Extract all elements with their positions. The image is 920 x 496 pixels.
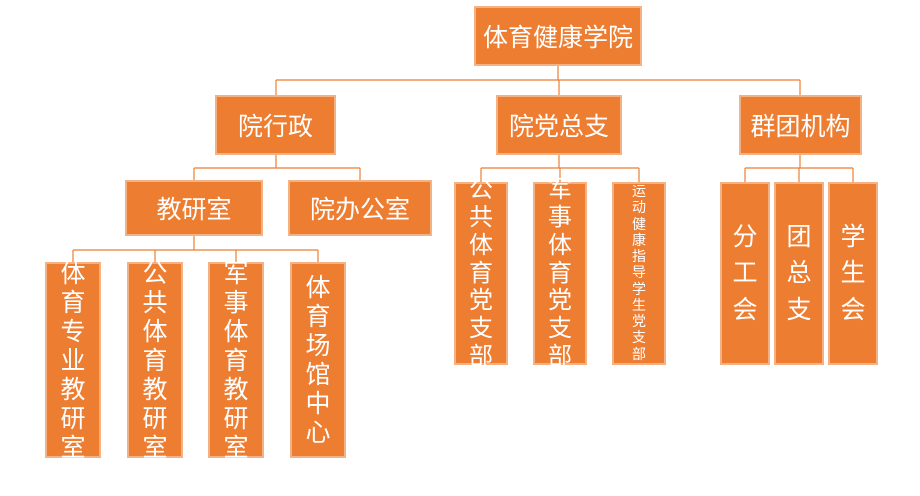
node-youth-league: 团总支 bbox=[774, 182, 824, 365]
node-youth-league-label: 团总支 bbox=[786, 222, 812, 324]
node-college: 体育健康学院 bbox=[474, 6, 642, 66]
node-student-party-branch-label: 运动健康指导学生党支部 bbox=[632, 184, 646, 363]
node-student-union-label: 学生会 bbox=[840, 222, 866, 324]
node-public-pe-office-label: 公共体育教研室 bbox=[142, 258, 168, 462]
node-military-pe-party-branch-label: 军事体育党支部 bbox=[548, 175, 572, 371]
node-dean-office-label: 院办公室 bbox=[309, 195, 410, 224]
node-student-party-branch: 运动健康指导学生党支部 bbox=[612, 182, 666, 365]
node-teaching-research-label: 教研室 bbox=[156, 195, 232, 224]
node-military-pe-office-label: 军事体育教研室 bbox=[223, 258, 249, 462]
node-labor-union: 分工会 bbox=[720, 182, 770, 365]
node-pe-major-office: 体育专业教研室 bbox=[45, 259, 101, 462]
node-mass-organizations-label: 群团机构 bbox=[750, 112, 851, 141]
node-teaching-research: 教研室 bbox=[125, 180, 263, 236]
node-sports-venue-center-label: 体育场馆中心 bbox=[305, 273, 331, 447]
node-party-branch-label: 院党总支 bbox=[508, 112, 609, 141]
node-military-pe-office: 军事体育教研室 bbox=[208, 259, 264, 462]
node-administration: 院行政 bbox=[215, 95, 336, 155]
node-labor-union-label: 分工会 bbox=[732, 222, 758, 324]
node-pe-major-office-label: 体育专业教研室 bbox=[60, 258, 86, 462]
node-dean-office: 院办公室 bbox=[288, 180, 432, 236]
node-party-branch: 院党总支 bbox=[496, 95, 622, 155]
node-sports-venue-center: 体育场馆中心 bbox=[290, 262, 346, 458]
node-public-pe-party-branch: 公共体育党支部 bbox=[454, 175, 508, 370]
node-student-union: 学生会 bbox=[828, 182, 878, 365]
node-public-pe-party-branch-label: 公共体育党支部 bbox=[469, 175, 493, 371]
node-administration-label: 院行政 bbox=[237, 112, 313, 141]
node-military-pe-party-branch: 军事体育党支部 bbox=[533, 175, 587, 370]
node-mass-organizations: 群团机构 bbox=[739, 95, 862, 155]
node-college-label: 体育健康学院 bbox=[482, 23, 633, 52]
node-public-pe-office: 公共体育教研室 bbox=[127, 259, 183, 462]
